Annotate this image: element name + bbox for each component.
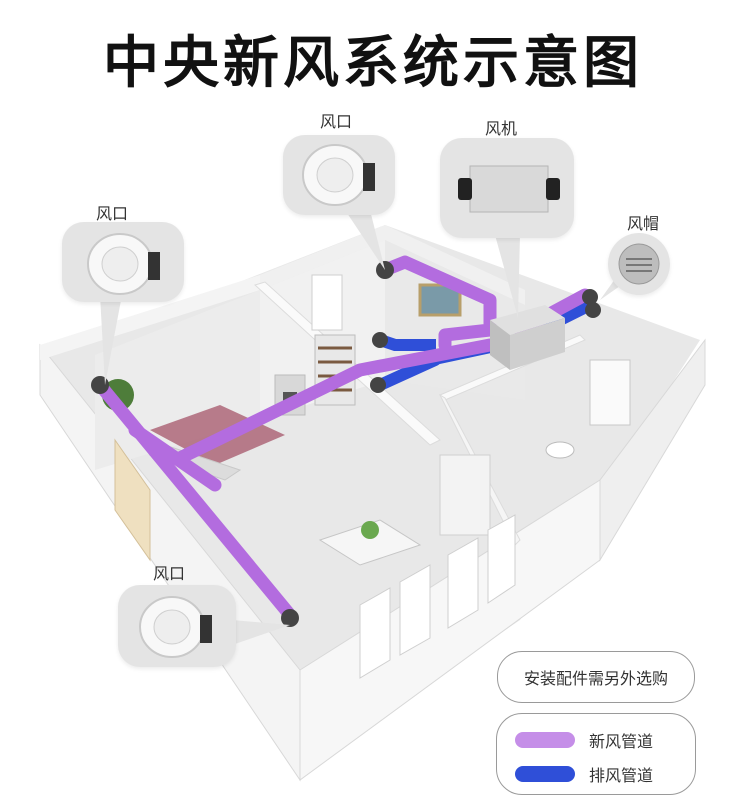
vent-icon (139, 596, 212, 658)
hood-callout (608, 233, 670, 295)
accessories-note: 安装配件需另外选购 (497, 651, 695, 703)
vent-icon (87, 233, 160, 295)
vent-bottom-label: 风口 (153, 564, 186, 583)
duct-legend: 新风管道 排风管道 (496, 713, 696, 795)
vent-icon (302, 144, 375, 206)
window-back (311, 274, 343, 331)
wall-painting (418, 283, 462, 317)
fan-unit-in-house (490, 305, 565, 370)
plant-pot (361, 521, 379, 539)
legend-item-exhaust: 排风管道 (515, 762, 653, 786)
vent-top-callout (283, 135, 395, 215)
fresh-air-duct (93, 255, 592, 622)
page-title: 中央新风系统示意图 (103, 31, 643, 96)
back-wall-mid (260, 225, 525, 305)
outer-wall-far-right (599, 338, 706, 562)
vent-top-label: 风口 (320, 112, 353, 131)
vent-left-callout (62, 222, 184, 302)
fan-label: 风机 (485, 119, 518, 138)
fan-callout (440, 138, 574, 238)
toilet (545, 441, 575, 459)
pointer-vent-bottom (232, 620, 290, 645)
entry-door (114, 438, 151, 562)
vent-left-label: 风口 (96, 204, 129, 223)
dining-table (318, 519, 422, 566)
wall-hood-icon (618, 243, 660, 285)
legend-swatch-exhaust (515, 766, 575, 782)
legend-label-fresh: 新风管道 (589, 732, 654, 751)
pointer-vent-top (345, 210, 385, 270)
pointer-fan (495, 235, 520, 318)
pointer-vent-left (100, 295, 122, 385)
vent-bottom-callout (118, 585, 236, 667)
back-wall-left (40, 275, 260, 360)
legend-label-exhaust: 排风管道 (589, 766, 654, 785)
fan-unit-icon (458, 165, 560, 213)
legend-swatch-fresh (515, 732, 575, 748)
wardrobe (439, 454, 491, 536)
hood-label: 风帽 (627, 214, 660, 233)
bathroom-window (589, 359, 631, 426)
legend-item-fresh: 新风管道 (515, 728, 653, 752)
front-windows (359, 514, 516, 679)
